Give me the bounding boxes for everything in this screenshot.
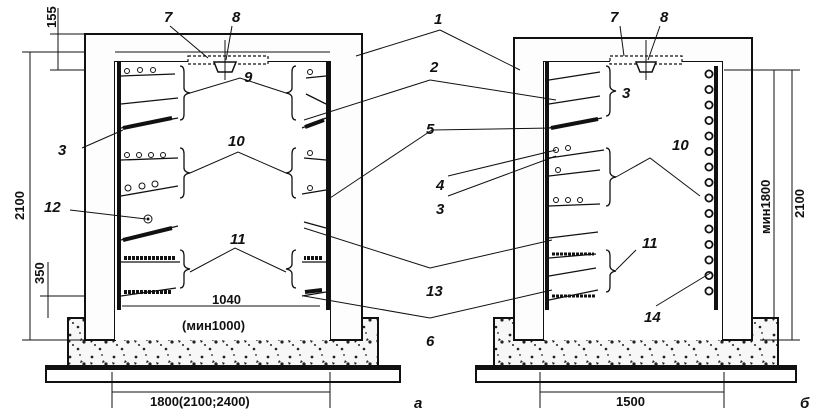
callout-10-b: 10	[672, 137, 689, 154]
dim-bottom-offset: 350	[32, 262, 47, 284]
callout-7-a: 7	[164, 9, 173, 26]
view-label-a: а	[414, 395, 422, 412]
dim-height-left: 2100	[12, 191, 27, 220]
cable-cross-section	[704, 69, 714, 79]
cable-cross-section	[704, 286, 714, 296]
callout-11-b: 11	[642, 235, 658, 252]
dim-inner-width-min: (мин1000)	[182, 318, 245, 333]
cable-cross-section	[704, 193, 714, 203]
cable-cross-section	[704, 131, 714, 141]
callout-2: 2	[429, 59, 439, 76]
callout-3-b-top: 3	[622, 85, 631, 102]
cable-cross-section	[704, 100, 714, 110]
callout-8-b: 8	[660, 9, 669, 26]
section-a: 155 2100 350 1040 (мин1000) 1800(2100;24…	[12, 6, 422, 412]
callout-11-a: 11	[230, 231, 246, 248]
dimensions-b	[539, 69, 800, 408]
callout-3-a: 3	[58, 142, 67, 159]
cable-cross-section	[704, 162, 714, 172]
callout-5: 5	[426, 121, 435, 138]
dim-outer-width-right: 1500	[616, 394, 645, 409]
cable-cross-section	[704, 85, 714, 95]
cable-cross-section	[704, 208, 714, 218]
rack-post-left-b	[545, 62, 549, 310]
callout-1: 1	[434, 11, 442, 28]
callout-14: 14	[644, 309, 661, 326]
rack-post-right-a	[326, 62, 330, 310]
dim-min-height-right: мин1800	[758, 180, 773, 234]
rack-post-left-a	[117, 62, 121, 310]
callout-4: 4	[435, 177, 445, 194]
callout-9: 9	[244, 69, 253, 86]
cable-cross-section	[704, 146, 714, 156]
cable-shelves-b	[548, 71, 605, 301]
callout-8-a: 8	[232, 9, 241, 26]
cable-cross-section	[704, 224, 714, 234]
leader-lines-a	[69, 25, 287, 273]
leader-lines-b	[615, 25, 713, 307]
cable-shelves-right-a	[301, 69, 327, 297]
dim-outer-width-left: 1800(2100;2400)	[150, 394, 250, 409]
callout-12: 12	[44, 199, 61, 216]
section-b: 2100 мин1800 1500 б 7 8 3 10 11 14	[475, 9, 810, 412]
dim-top-offset: 155	[44, 6, 59, 28]
callout-7-b: 7	[610, 9, 619, 26]
view-label-b: б	[800, 395, 810, 412]
cable-cross-section	[704, 177, 714, 187]
callout-3-b-mid: 3	[436, 201, 445, 218]
callout-6: 6	[426, 333, 435, 350]
cable-cross-section	[704, 255, 714, 265]
shared-leaders	[303, 29, 557, 319]
dimensions-a	[22, 8, 331, 408]
callout-10-a: 10	[228, 133, 245, 150]
dim-height-right: 2100	[792, 189, 807, 218]
cable-cross-section	[704, 116, 714, 126]
callout-13: 13	[426, 283, 443, 300]
dim-inner-width: 1040	[212, 292, 241, 307]
vertical-cable-rack-b	[704, 66, 718, 310]
cable-cross-section	[704, 239, 714, 249]
